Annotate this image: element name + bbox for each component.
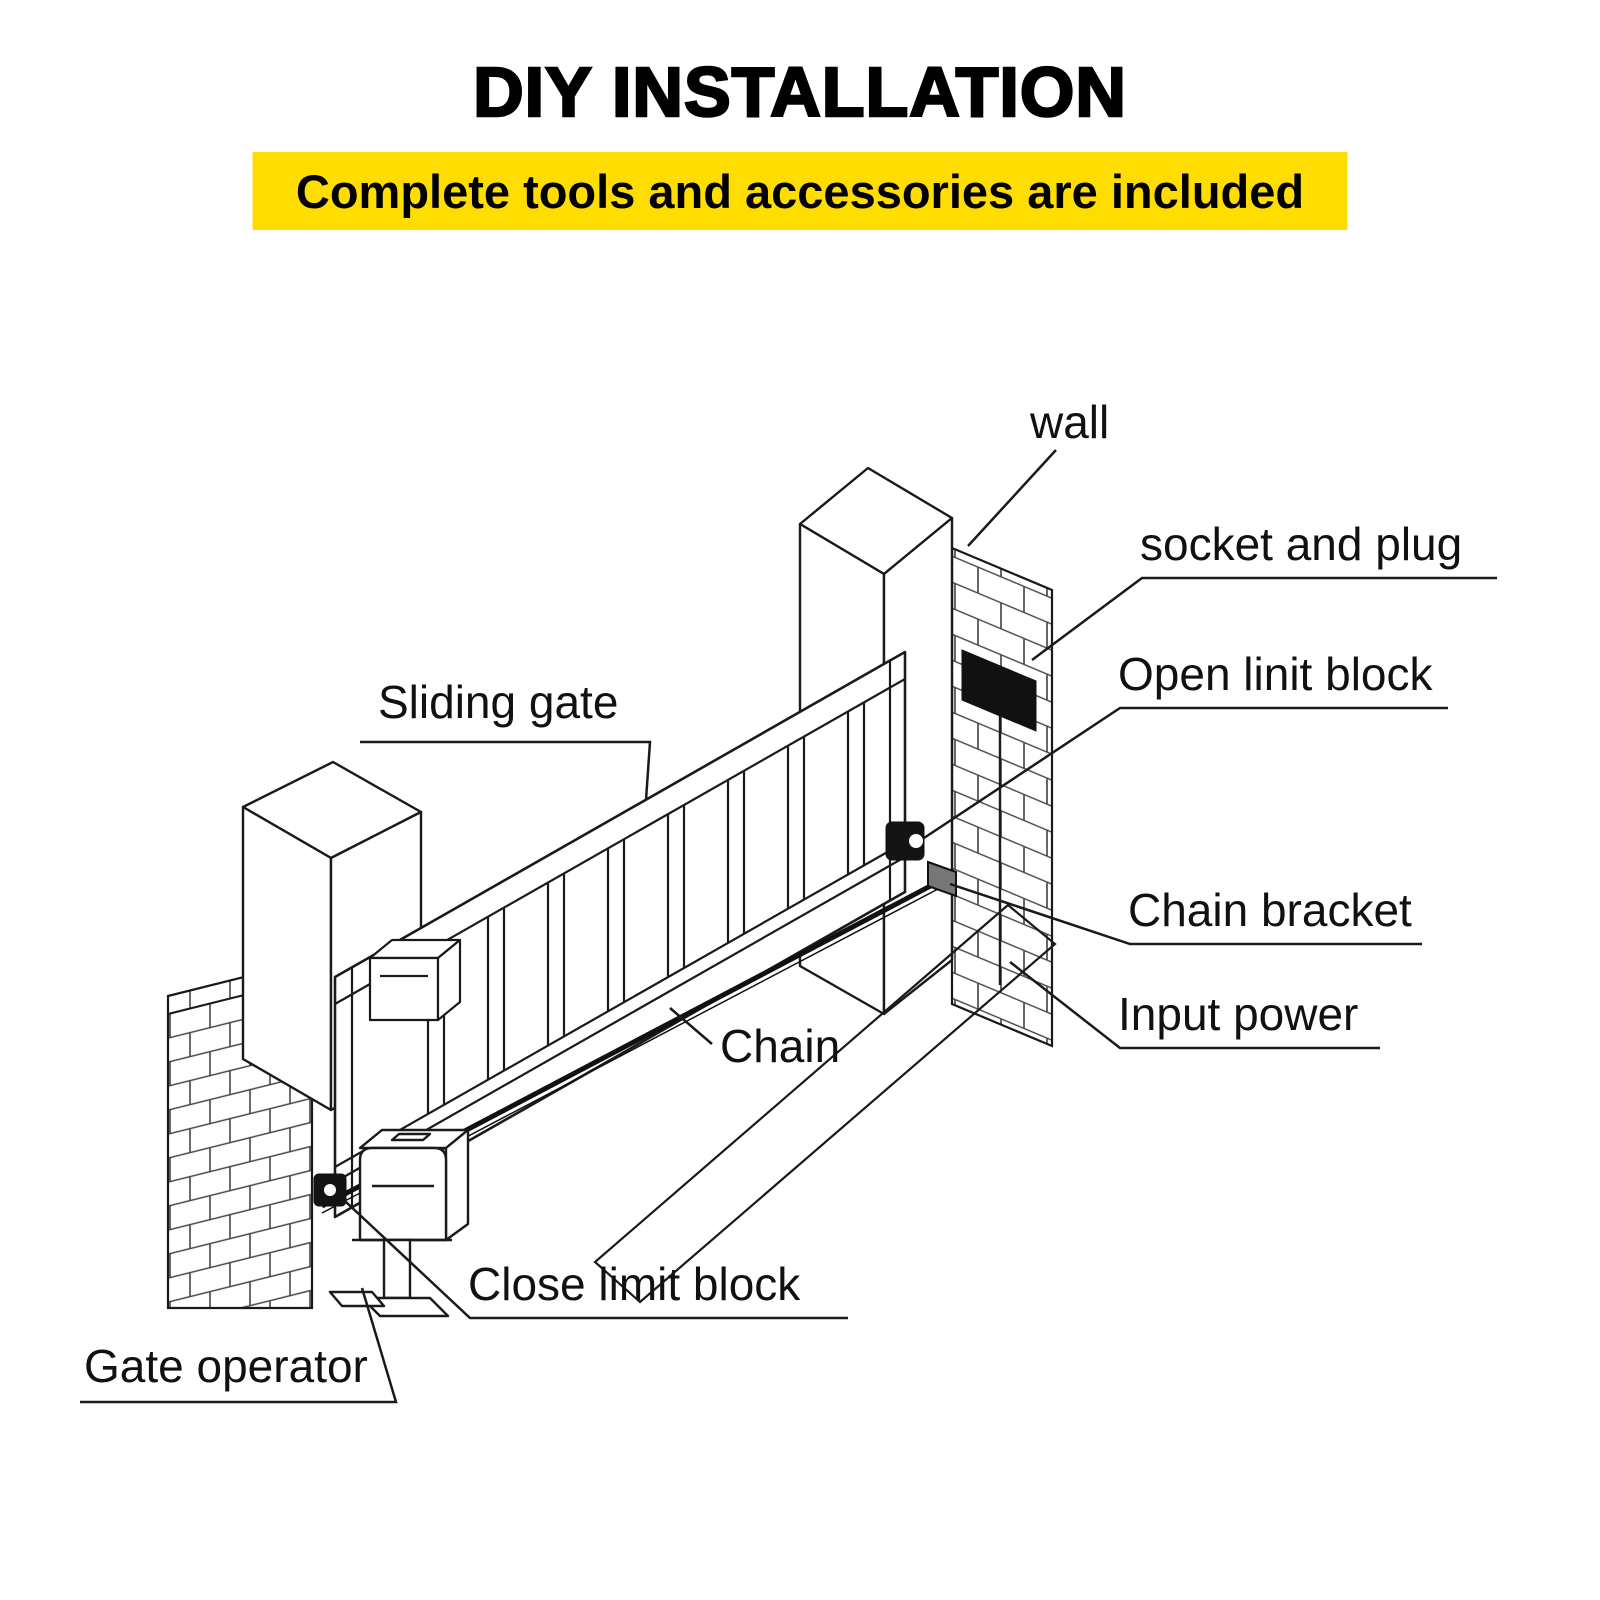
leader-sliding-gate	[360, 740, 652, 801]
leader-open-block	[923, 706, 1448, 840]
label-wall: wall	[1029, 396, 1109, 448]
leader-input-power	[1009, 961, 1380, 1050]
leader-chain	[669, 1007, 713, 1045]
open-limit-block	[885, 821, 925, 861]
label-chain-bracket: Chain bracket	[1128, 884, 1412, 936]
ground	[593, 903, 1057, 1304]
gate-bars	[426, 702, 866, 1114]
label-gate-operator: Gate operator	[84, 1340, 368, 1392]
banner: Complete tools and accessories are inclu…	[252, 152, 1348, 230]
sliding-gate	[333, 650, 907, 1219]
leader-socket	[1031, 576, 1497, 662]
page-title: DIY INSTALLATION	[472, 52, 1127, 133]
banner-text: Complete tools and accessories are inclu…	[295, 164, 1305, 218]
label-close-limit-block: Close limit block	[468, 1258, 801, 1310]
gate-operator	[328, 1128, 470, 1318]
label-open-limit-block: Open linit block	[1118, 648, 1433, 700]
leader-close-block	[345, 1201, 848, 1320]
right-brick-wall	[950, 546, 1054, 1048]
leader-chain-bracket	[949, 882, 1422, 946]
gate-end-posts	[350, 661, 892, 1208]
release-cover-box	[368, 938, 462, 1022]
diagram-labels: wall socket and plug Open linit block Ch…	[84, 396, 1462, 1392]
label-socket-and-plug: socket and plug	[1140, 518, 1462, 570]
label-sliding-gate: Sliding gate	[378, 676, 618, 728]
leader-wall	[967, 449, 1057, 547]
socket	[961, 649, 1037, 732]
close-limit-block	[313, 1173, 347, 1207]
chain-bracket	[927, 860, 957, 898]
leader-lines	[80, 449, 1497, 1404]
leader-gate-operator	[80, 1287, 398, 1404]
label-input-power: Input power	[1118, 988, 1358, 1040]
label-chain: Chain	[720, 1020, 840, 1072]
